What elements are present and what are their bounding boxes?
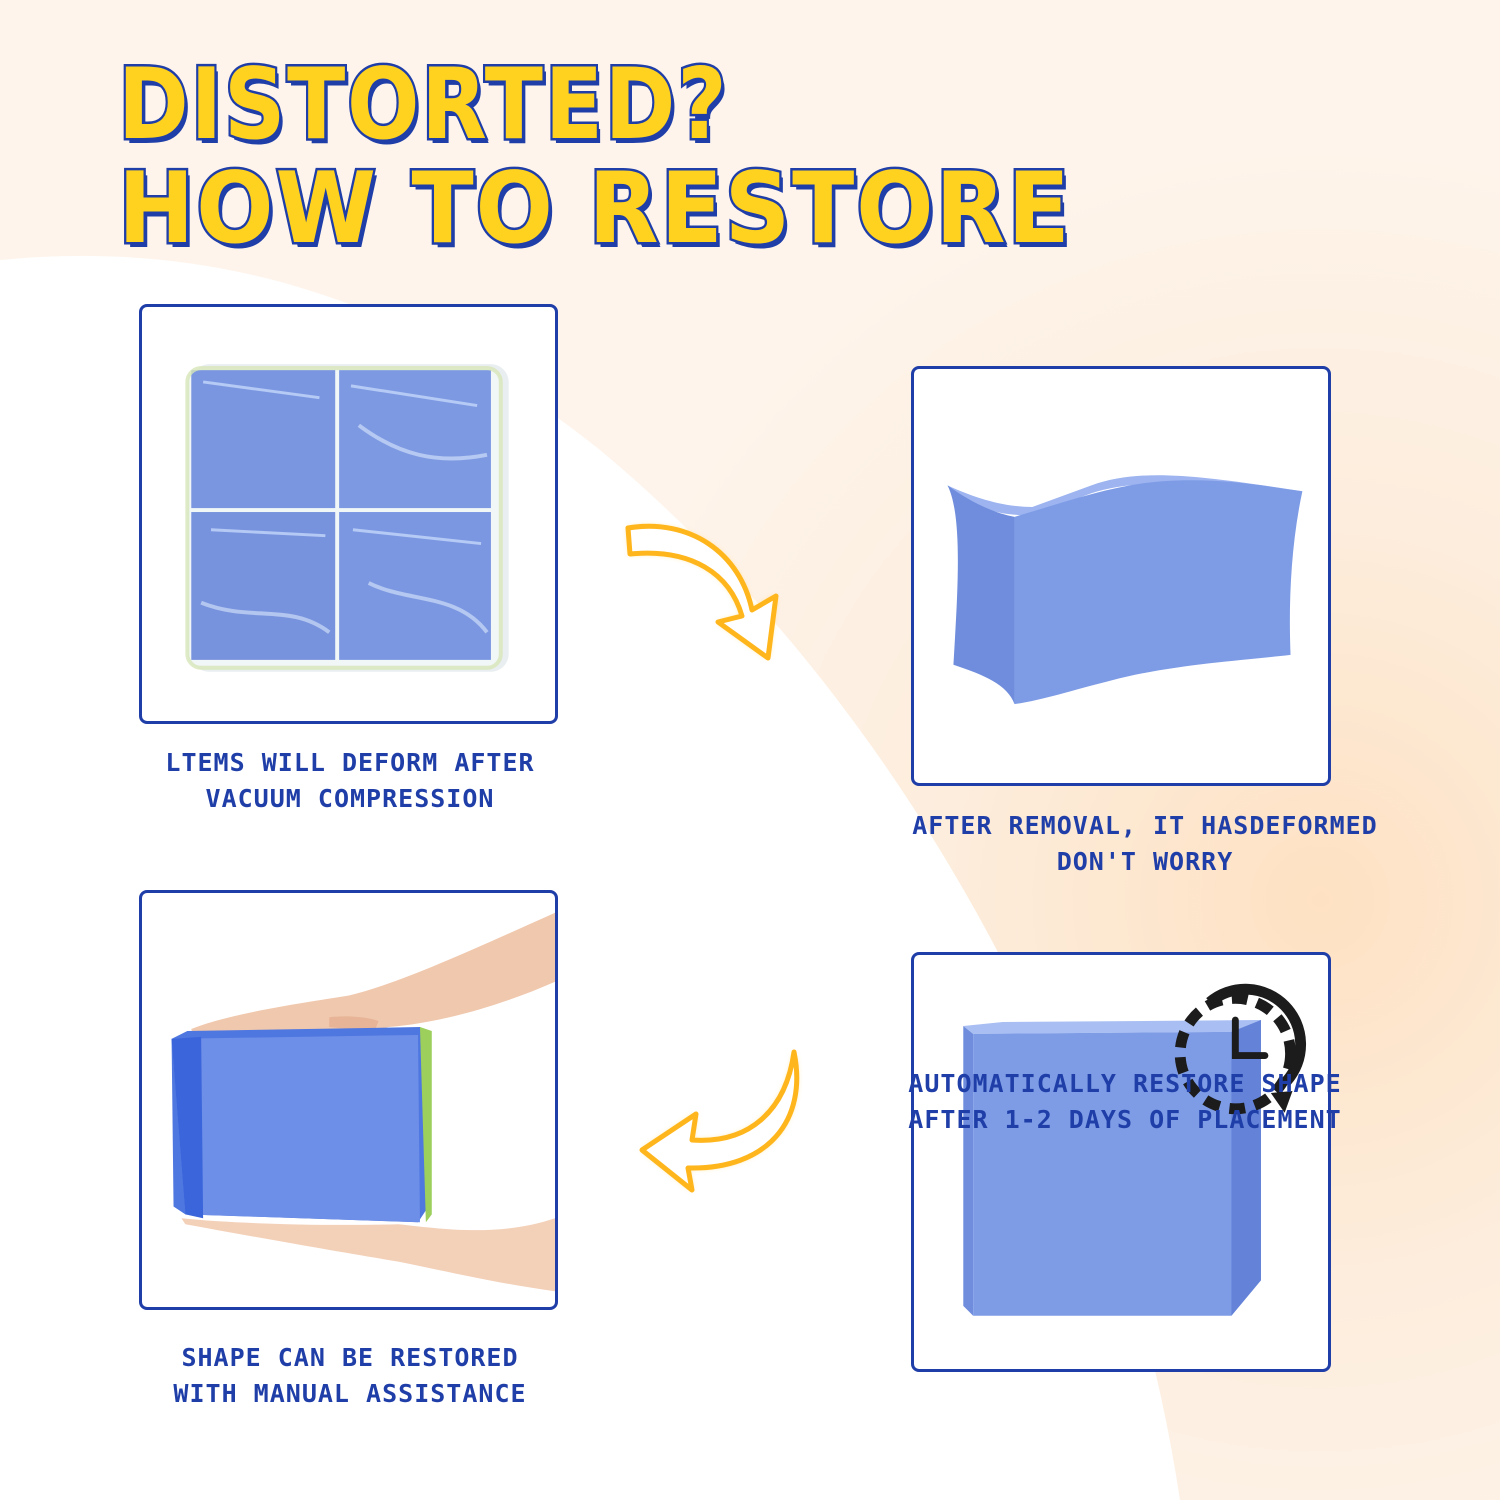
step-1-image-frame — [139, 304, 558, 724]
step-1-caption-line-1: LTEMS WILL DEFORM AFTER — [165, 748, 535, 777]
page-title-line-1: DISTORTED? — [116, 46, 729, 165]
step-2-caption: AFTER REMOVAL, IT HASDEFORMED DON'T WORR… — [860, 808, 1430, 880]
step-3-caption-line-1: SHAPE CAN BE RESTORED — [181, 1343, 519, 1372]
curved-arrow-right-icon — [625, 523, 779, 661]
step-3-image-frame — [139, 890, 558, 1310]
restored-foam-image — [963, 1020, 1261, 1316]
clock-icon — [1174, 983, 1306, 1115]
step-4-caption-line-1: AUTOMATICALLY RESTORE SHAPE — [908, 1069, 1342, 1098]
step-4-image-frame — [911, 952, 1331, 1372]
deformed-foam-image — [947, 475, 1303, 705]
curved-arrow-left-icon — [639, 1049, 800, 1193]
page-title-line-2: HOW TO RESTORE — [116, 150, 1072, 269]
step-1-caption: LTEMS WILL DEFORM AFTER VACUUM COMPRESSI… — [120, 745, 580, 817]
step-4-caption-line-2: AFTER 1-2 DAYS OF PLACEMENT — [908, 1105, 1342, 1134]
step-2-caption-line-1: AFTER REMOVAL, IT HASDEFORMED — [912, 811, 1378, 840]
vacuum-packed-foam-image — [185, 364, 509, 672]
step-4-caption: AUTOMATICALLY RESTORE SHAPE AFTER 1-2 DA… — [860, 1066, 1390, 1138]
step-3-caption-line-2: WITH MANUAL ASSISTANCE — [173, 1379, 527, 1408]
step-2-caption-line-2: DON'T WORRY — [1056, 847, 1234, 876]
step-1-caption-line-2: VACUUM COMPRESSION — [205, 784, 495, 813]
hands-holding-foam-image — [171, 912, 555, 1292]
step-3-caption: SHAPE CAN BE RESTORED WITH MANUAL ASSIST… — [120, 1340, 580, 1412]
step-2-image-frame — [911, 366, 1331, 786]
